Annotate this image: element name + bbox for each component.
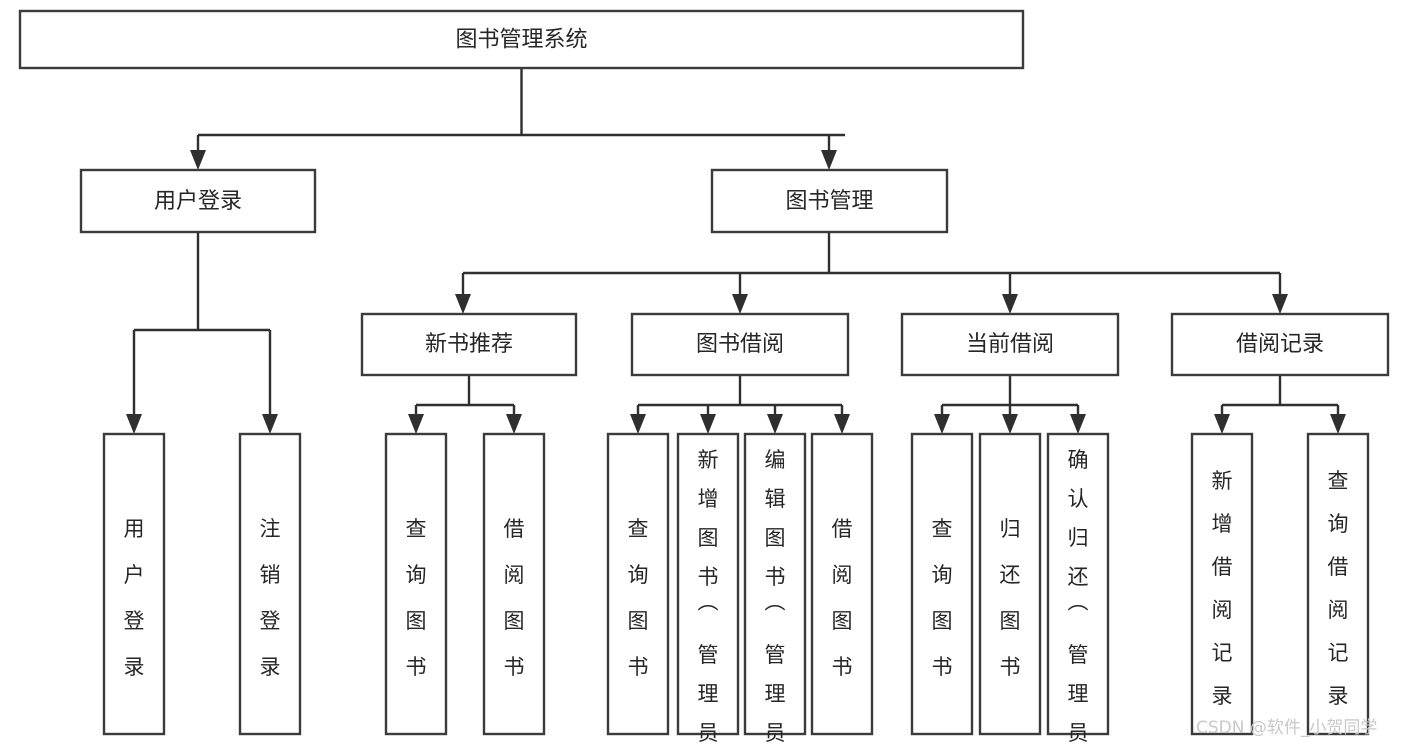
leaf-logout-box[interactable] xyxy=(238,432,302,736)
leaf-confirm-return[interactable]: 确认归还⌒管理员⌣ xyxy=(1046,432,1110,747)
leaf-add-book-label: 新增图书⌒管理员⌣ xyxy=(698,448,719,747)
leaf-return-book[interactable]: 归还图书 xyxy=(978,432,1042,736)
leaf-user-login-label: 用户登录 xyxy=(124,517,145,679)
leaf-return-book-box[interactable] xyxy=(978,432,1042,736)
arrowhead-cb-leaf-2 xyxy=(1002,414,1018,434)
leaf-edit-book-box[interactable] xyxy=(743,432,807,736)
leaf-borrow-book-1-label: 借阅图书 xyxy=(504,517,525,679)
leaf-confirm-return-label: 确认归还⌒管理员⌣ xyxy=(1068,448,1089,747)
arrowhead-bb-leaf-2 xyxy=(700,414,716,434)
node-book-manage-box[interactable] xyxy=(710,168,949,234)
arrowhead-br-leaf-2 xyxy=(1330,414,1346,434)
arrowhead-borrow-record xyxy=(1272,294,1288,314)
leaf-edit-book[interactable]: 编辑图书⌒管理员⌣ xyxy=(743,432,807,747)
node-new-book-rec[interactable]: 新书推荐 xyxy=(360,312,578,377)
node-book-manage-label: 图书管理 xyxy=(785,189,873,214)
leaf-query-book-3-box[interactable] xyxy=(910,432,974,736)
node-borrow-record-box[interactable] xyxy=(1170,312,1390,377)
leaf-query-book-1-box[interactable] xyxy=(384,432,448,736)
leaf-query-book-3-label: 查询图书 xyxy=(932,517,953,679)
node-root[interactable]: 图书管理系统 xyxy=(18,9,1025,70)
leaf-query-record-box[interactable] xyxy=(1306,432,1370,736)
node-root-label: 图书管理系统 xyxy=(455,28,587,53)
arrowhead-current-borrow xyxy=(1002,294,1018,314)
node-user-login[interactable]: 用户登录 xyxy=(79,168,317,234)
leaf-add-record-label: 新增借阅记录 xyxy=(1212,469,1233,708)
node-user-login-label: 用户登录 xyxy=(154,189,242,214)
leaf-query-book-2[interactable]: 查询图书 xyxy=(606,432,670,736)
arrowhead-bb-leaf-1 xyxy=(630,414,646,434)
leaf-query-book-1-label: 查询图书 xyxy=(406,517,427,679)
leaf-user-login-box[interactable] xyxy=(102,432,166,736)
leaf-borrow-book-2-box[interactable] xyxy=(810,432,874,736)
node-book-borrow-box[interactable] xyxy=(630,312,850,377)
arrowhead-br-leaf-1 xyxy=(1214,414,1230,434)
arrowhead-cb-leaf-1 xyxy=(934,414,950,434)
leaf-query-record[interactable]: 查询借阅记录 xyxy=(1306,432,1370,736)
node-new-book-rec-label: 新书推荐 xyxy=(425,332,513,357)
arrowhead-book-manage xyxy=(821,150,837,170)
leaf-add-book[interactable]: 新增图书⌒管理员⌣ xyxy=(676,432,740,747)
leaf-query-book-3[interactable]: 查询图书 xyxy=(910,432,974,736)
leaf-query-record-label: 查询借阅记录 xyxy=(1328,469,1349,708)
leaf-query-book-2-label: 查询图书 xyxy=(628,517,649,679)
node-borrow-record[interactable]: 借阅记录 xyxy=(1170,312,1390,377)
node-book-borrow-label: 图书借阅 xyxy=(696,332,784,357)
leaf-add-record-box[interactable] xyxy=(1190,432,1254,736)
arrowhead-bb-leaf-4 xyxy=(834,414,850,434)
leaf-borrow-book-1-box[interactable] xyxy=(482,432,546,736)
arrowhead-nbr-leaf-1 xyxy=(408,414,424,434)
leaf-user-login[interactable]: 用户登录 xyxy=(102,432,166,736)
node-book-borrow[interactable]: 图书借阅 xyxy=(630,312,850,377)
leaf-query-book-1[interactable]: 查询图书 xyxy=(384,432,448,736)
arrowhead-cb-leaf-3 xyxy=(1070,414,1086,434)
leaf-logout-label: 注销登录 xyxy=(260,517,281,679)
arrowhead-bb-leaf-3 xyxy=(767,414,783,434)
arrowhead-ul-leaf-2 xyxy=(262,414,278,434)
leaf-confirm-return-box[interactable] xyxy=(1046,432,1110,736)
node-user-login-box[interactable] xyxy=(79,168,317,234)
arrowhead-book-borrow xyxy=(732,294,748,314)
arrowhead-user-login xyxy=(190,150,206,170)
arrowhead-new-book-rec xyxy=(455,294,471,314)
node-current-borrow[interactable]: 当前借阅 xyxy=(900,312,1120,377)
arrowhead-ul-leaf-1 xyxy=(126,414,142,434)
leaf-return-book-label: 归还图书 xyxy=(1000,517,1021,679)
node-book-manage[interactable]: 图书管理 xyxy=(710,168,949,234)
connector-layer xyxy=(126,68,1346,434)
node-root-box[interactable] xyxy=(18,9,1025,70)
leaf-logout[interactable]: 注销登录 xyxy=(238,432,302,736)
leaf-add-book-box[interactable] xyxy=(676,432,740,736)
arrowhead-nbr-leaf-2 xyxy=(506,414,522,434)
node-new-book-rec-box[interactable] xyxy=(360,312,578,377)
watermark-label: CSDN @软件_小贺同学 xyxy=(1196,718,1377,738)
leaf-edit-book-label: 编辑图书⌒管理员⌣ xyxy=(765,448,786,747)
leaf-add-record[interactable]: 新增借阅记录 xyxy=(1190,432,1254,736)
leaf-borrow-book-2-label: 借阅图书 xyxy=(832,517,853,679)
node-current-borrow-label: 当前借阅 xyxy=(966,332,1054,357)
node-borrow-record-label: 借阅记录 xyxy=(1236,332,1324,357)
leaf-borrow-book-1[interactable]: 借阅图书 xyxy=(482,432,546,736)
leaf-borrow-book-2[interactable]: 借阅图书 xyxy=(810,432,874,736)
leaf-query-book-2-box[interactable] xyxy=(606,432,670,736)
node-current-borrow-box[interactable] xyxy=(900,312,1120,377)
